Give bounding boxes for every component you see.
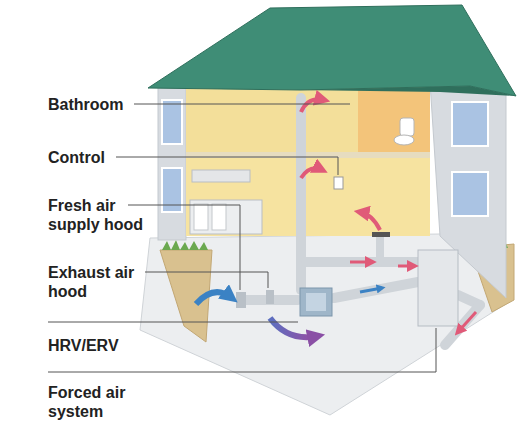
air-flow-arrows	[350, 261, 372, 264]
equipment	[372, 232, 390, 237]
leader-lines	[145, 272, 268, 288]
basement	[140, 234, 512, 415]
leader-lines	[134, 104, 350, 105]
ducts	[376, 236, 384, 262]
leader-lines	[116, 157, 338, 175]
roof	[148, 5, 516, 96]
air-flow-arrows	[360, 288, 382, 292]
part-label: Bathroom	[48, 95, 154, 114]
leader-lines	[48, 322, 298, 323]
roof	[300, 86, 516, 96]
air-flow-arrows	[301, 168, 322, 178]
part-label: Fresh air supply hood	[48, 196, 154, 234]
kitchen	[194, 204, 208, 230]
equipment	[306, 293, 326, 311]
kitchen	[192, 170, 250, 182]
leader-lines	[48, 328, 436, 372]
air-flow-arrows	[270, 318, 318, 337]
part-label: Forced air system	[48, 383, 154, 421]
equipment	[236, 292, 246, 308]
part-label: HRV/ERV	[48, 336, 154, 355]
equipment	[418, 250, 458, 326]
kitchen	[212, 204, 226, 230]
part-label: Control	[48, 148, 154, 167]
ducts	[244, 98, 480, 345]
equipment	[236, 177, 458, 326]
roof	[148, 5, 516, 96]
air-flow-arrows	[196, 99, 476, 337]
ducts	[334, 282, 418, 298]
house-walls	[186, 158, 430, 236]
equipment	[300, 288, 332, 316]
bathroom-fixtures	[394, 135, 414, 145]
soil	[162, 240, 208, 250]
bathroom-fixtures	[400, 118, 414, 136]
leader-lines	[128, 205, 240, 290]
bathroom-fixtures	[394, 118, 414, 145]
air-flow-arrows	[196, 292, 232, 304]
air-flow-arrows	[301, 99, 324, 112]
ducts	[306, 257, 418, 267]
air-flow-arrows	[458, 312, 476, 332]
house-walls	[162, 100, 182, 144]
house-walls	[186, 86, 430, 152]
house-walls	[158, 84, 186, 240]
air-flow-arrows	[398, 265, 414, 268]
equipment	[334, 177, 343, 189]
basement	[140, 234, 512, 415]
house-walls	[452, 172, 488, 216]
air-flow-arrows	[360, 212, 380, 230]
leader-lines	[48, 104, 436, 372]
equipment	[266, 290, 274, 304]
house-walls	[358, 88, 430, 152]
kitchen	[190, 170, 262, 234]
house-walls	[452, 102, 488, 146]
part-label: Exhaust air hood	[48, 263, 154, 301]
